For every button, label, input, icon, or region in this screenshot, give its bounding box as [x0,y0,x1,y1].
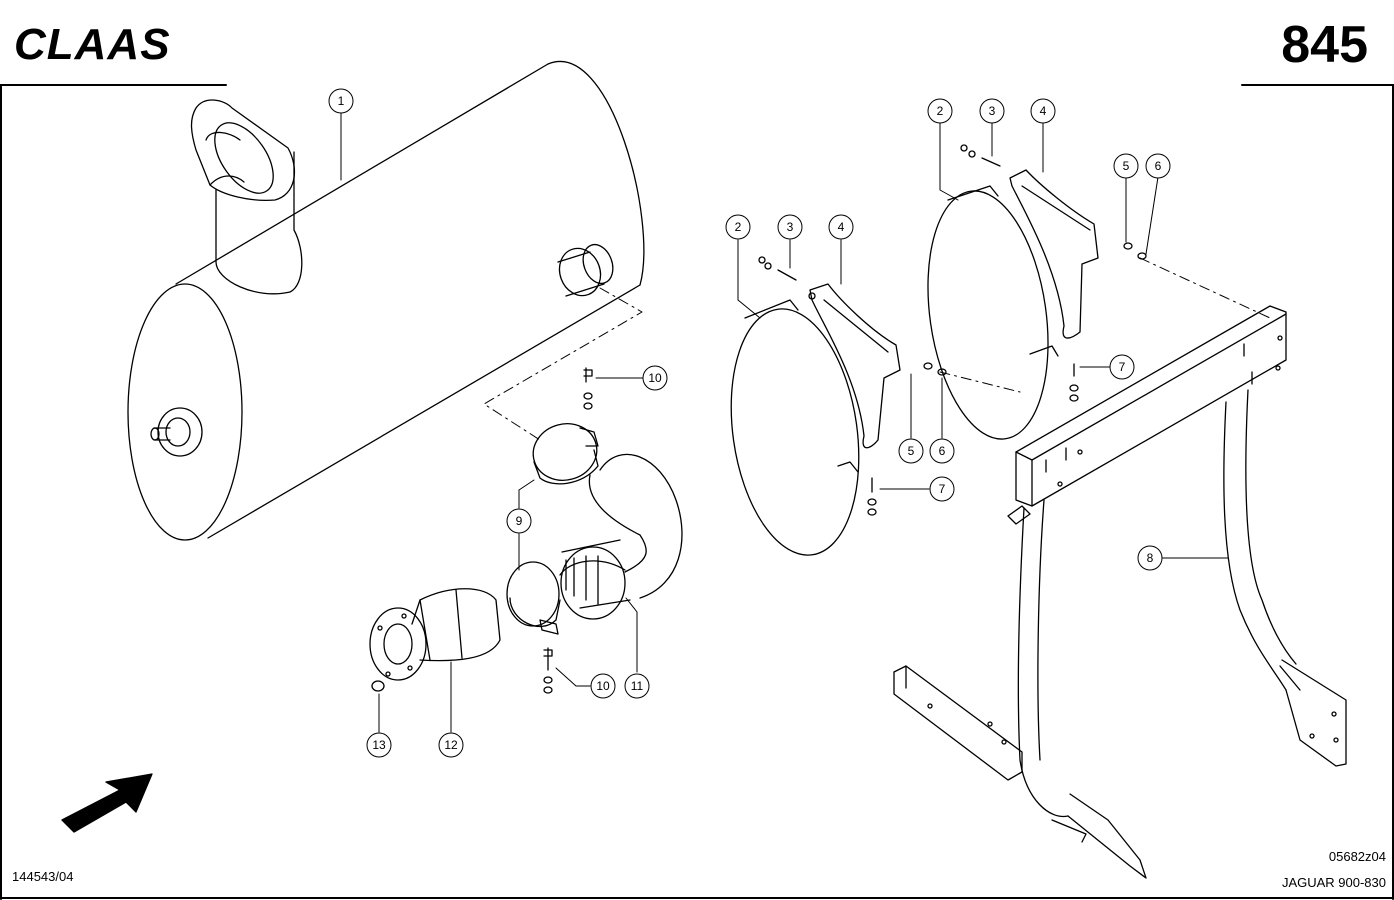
connection-lines [483,257,1271,441]
callout-10: 10 [590,673,616,699]
callout-12: 12 [438,732,464,758]
brand-logo: CLAAS [14,20,171,69]
callout-circle [590,673,616,699]
callout-circle [1145,153,1171,179]
callout-13: 13 [366,732,392,758]
callout-1: 1 [328,88,354,114]
flange-adapter [369,588,501,692]
callout-circle [1030,98,1056,124]
callout-label: 11 [631,679,644,693]
callout-6: 6 [929,438,955,464]
callout-4: 4 [1030,98,1056,124]
leader-lines [340,112,1229,733]
callout-4: 4 [828,214,854,240]
callout-label: 4 [838,220,845,234]
fastener-left [758,256,947,516]
callout-10: 10 [642,365,668,391]
callout-6: 6 [1145,153,1171,179]
callout-label: 13 [372,738,386,752]
callout-circle [927,98,953,124]
callout-label: 9 [516,514,523,528]
support-frame [893,305,1347,879]
callout-circle [642,365,668,391]
drawing-id: 05682z04 [1328,849,1386,864]
bracket-left [808,283,901,449]
callout-label: 1 [338,94,345,108]
bracket-right [960,144,1147,402]
callout-circle [725,214,751,240]
callout-label: 10 [648,371,662,385]
clamp-lower [506,561,561,635]
callout-circle [624,673,650,699]
callout-circle [506,508,532,534]
callout-5: 5 [1113,153,1139,179]
callout-circle [328,88,354,114]
callout-circle [929,476,955,502]
callout-11: 11 [624,673,650,699]
strap-right [927,185,1059,440]
clamp-upper [532,423,599,485]
callout-circle [366,732,392,758]
callout-circle [828,214,854,240]
callout-label: 5 [908,444,915,458]
callout-label: 6 [939,444,946,458]
callout-label: 2 [735,220,742,234]
callout-label: 6 [1155,159,1162,173]
callout-circle [898,438,924,464]
muffler [127,60,645,541]
callout-3: 3 [979,98,1005,124]
callout-circle [438,732,464,758]
pipe-elbow [559,453,683,620]
callout-label: 3 [787,220,794,234]
callout-circle [777,214,803,240]
callout-label: 7 [1119,360,1126,374]
document-id: 144543/04 [12,869,74,884]
callout-5: 5 [898,438,924,464]
model-label: JAGUAR 900-830 [1281,875,1386,890]
callout-label: 7 [939,482,946,496]
callout-label: 10 [596,679,610,693]
callout-circle [1137,545,1163,571]
callout-label: 5 [1123,159,1130,173]
bolt-lower [543,647,553,694]
callout-2: 2 [927,98,953,124]
callout-7: 7 [929,476,955,502]
callout-circle [979,98,1005,124]
border [0,84,1394,900]
direction-arrow-icon [61,773,153,833]
callout-7: 7 [1109,354,1135,380]
strap-left [730,299,860,556]
callout-label: 4 [1040,104,1047,118]
callout-2: 2 [725,214,751,240]
page-number: 845 [1281,16,1368,74]
callout-label: 3 [989,104,996,118]
callout-9: 9 [506,508,532,534]
callout-8: 8 [1137,545,1163,571]
callout-circle [1113,153,1139,179]
callout-circle [929,438,955,464]
callout-label: 12 [444,738,458,752]
callout-circle [1109,354,1135,380]
bolt-upper [583,367,593,410]
callout-label: 8 [1147,551,1154,565]
callout-3: 3 [777,214,803,240]
callout-label: 2 [937,104,944,118]
